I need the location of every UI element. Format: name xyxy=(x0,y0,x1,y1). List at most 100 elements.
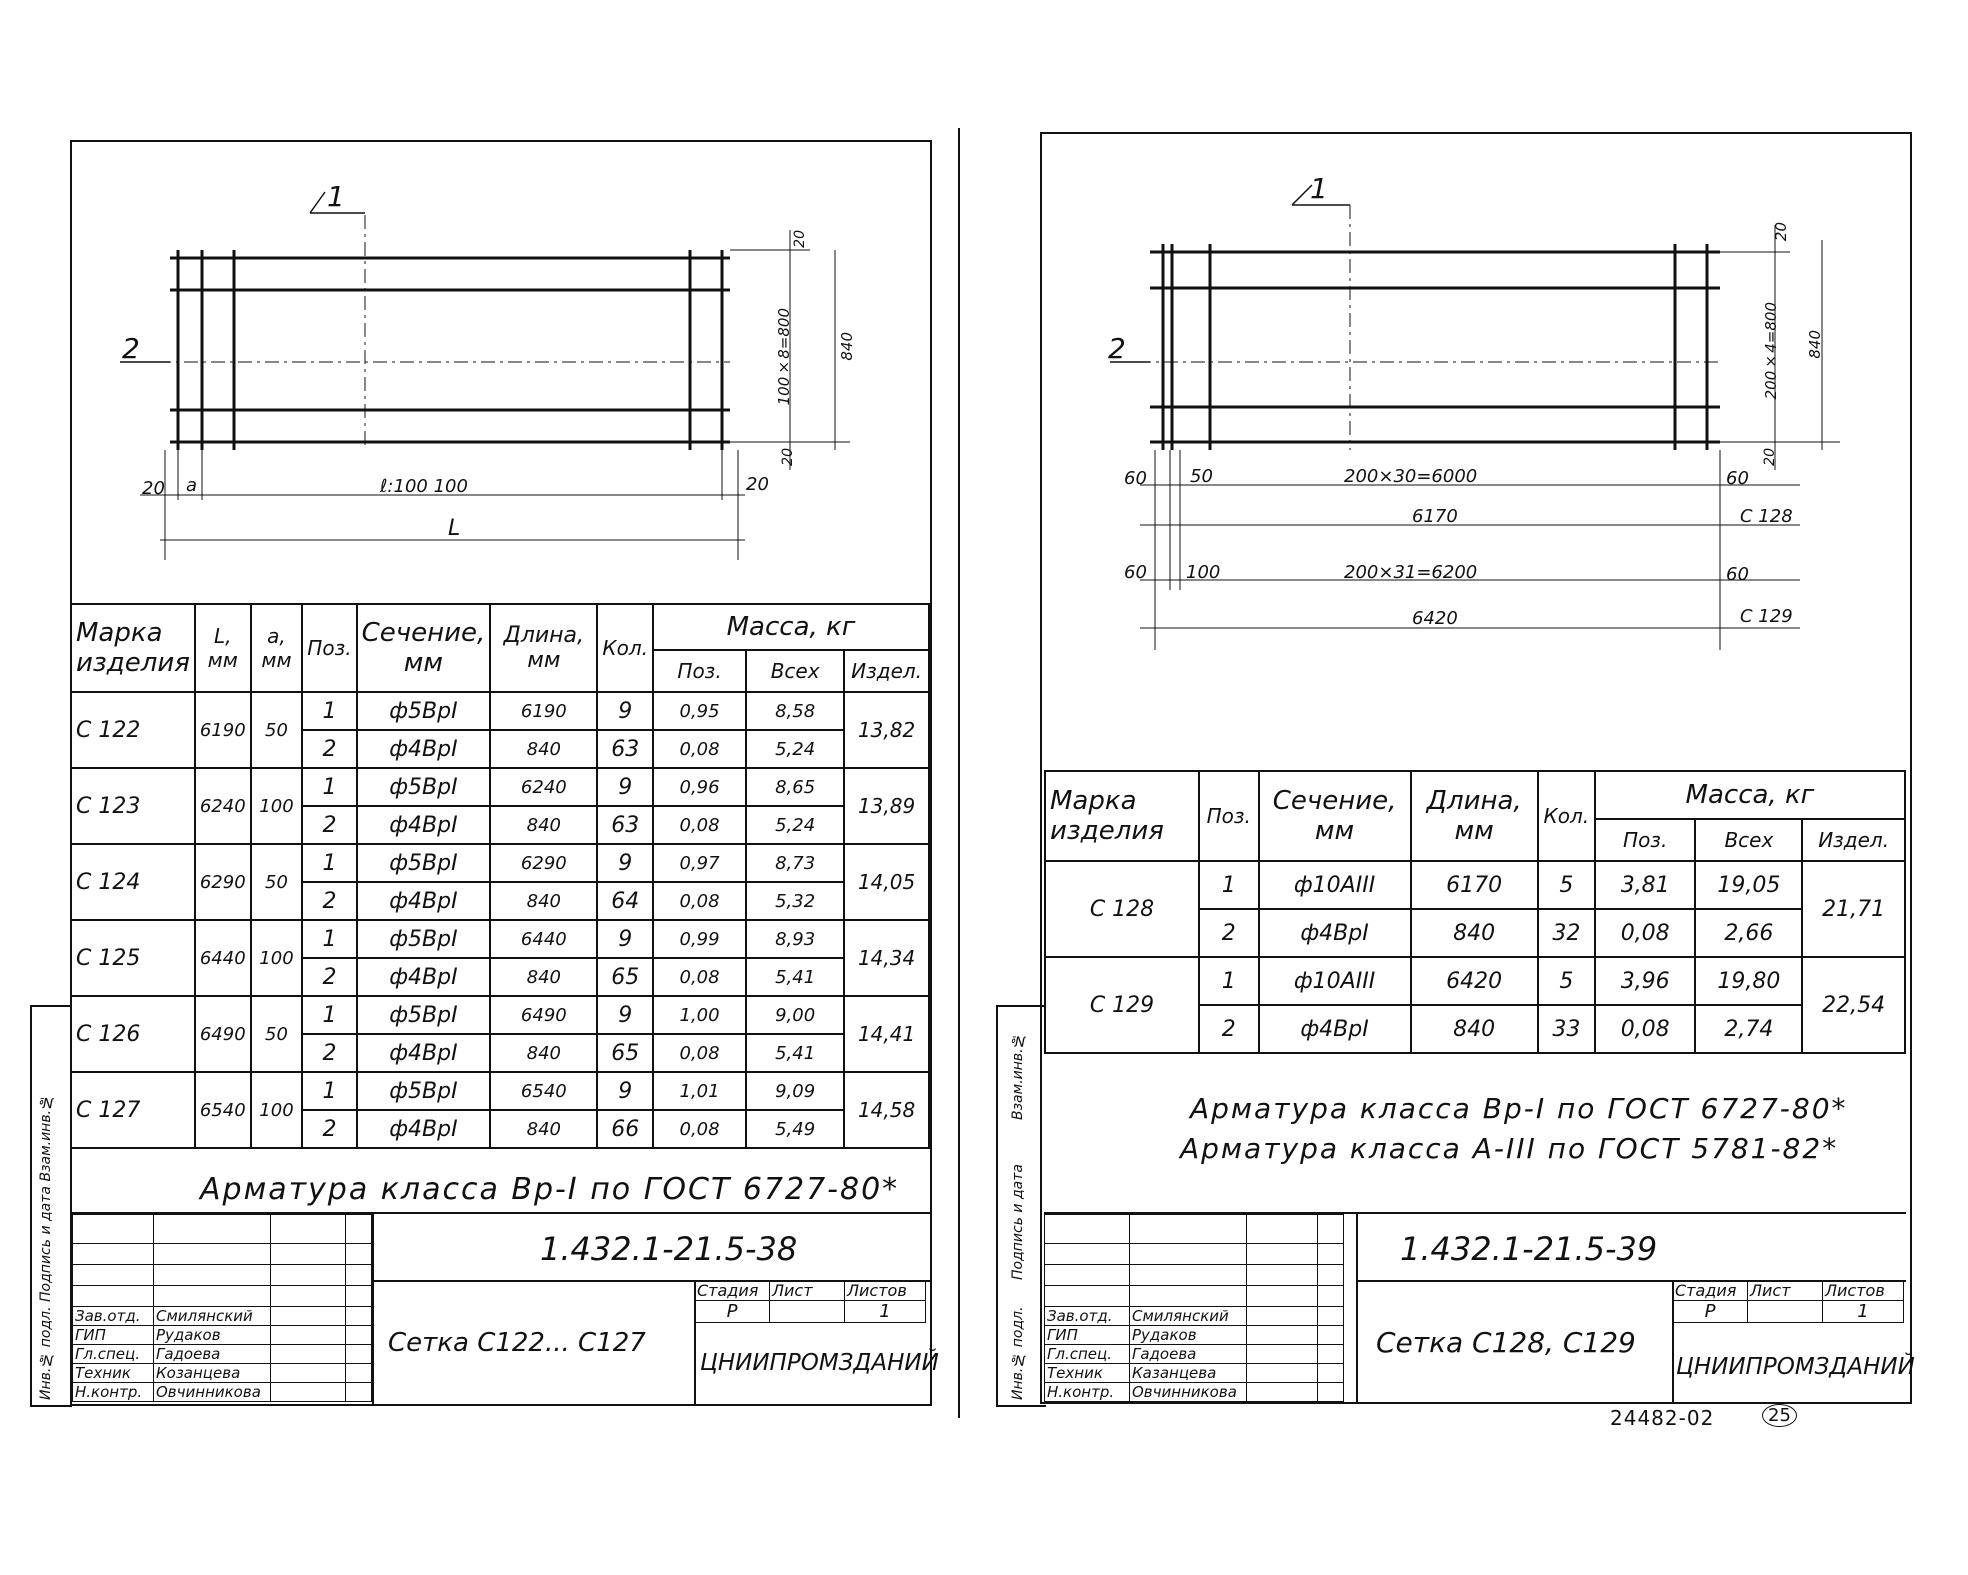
row-a: 50 xyxy=(249,843,304,921)
row-section: ф5ВрI xyxy=(355,767,492,807)
right-side-strip-label-3: Взам.инв.№ xyxy=(1010,1032,1026,1120)
right-header-mass-all: Всех xyxy=(1694,818,1804,862)
table-row: 2 ф4ВрI 840 32 0,08 2,66 xyxy=(1045,908,1905,958)
row-pos: 2 xyxy=(1198,908,1260,958)
left-organization: ЦНИИПРОМЗДАНИЙ xyxy=(700,1350,939,1376)
row-mark: С 128 xyxy=(1044,860,1200,958)
row-item-mass: 14,41 xyxy=(843,995,930,1073)
role-label: Зав.отд. xyxy=(1044,1306,1130,1326)
row-length: 6170 xyxy=(1409,860,1539,910)
right-dim-50: 50 xyxy=(1190,466,1213,487)
row-mass-pos: 1,01 xyxy=(651,1071,748,1111)
row-mass-all: 8,73 xyxy=(745,843,846,883)
row-item-mass: 14,58 xyxy=(843,1071,930,1149)
right-header-mass-item: Издел. xyxy=(1801,818,1906,862)
row-mass-pos: 0,97 xyxy=(651,843,748,883)
right-title-cell xyxy=(1356,1280,1674,1402)
stage-label: Стадия xyxy=(1672,1280,1748,1301)
table-row: 2 ф4ВрI 840 66 0,08 5,49 xyxy=(71,1109,929,1149)
sheets-label: Листов xyxy=(844,1280,926,1301)
row-qty: 9 xyxy=(596,919,654,959)
row-section: ф4ВрI xyxy=(1257,908,1412,958)
role-name: Козанцева xyxy=(153,1363,271,1383)
row-pos: 2 xyxy=(301,729,358,769)
right-header-mark: Марка изделия xyxy=(1044,770,1200,862)
row-qty: 5 xyxy=(1536,860,1596,910)
row-mass-all: 9,09 xyxy=(745,1071,846,1111)
table-row: С 122 6190 50 1 ф5ВрI 6190 9 0,95 8,58 1… xyxy=(70,691,930,769)
row-section: ф4ВрI xyxy=(355,957,492,997)
row-a: 100 xyxy=(249,1071,304,1149)
right-dim-60-d: 60 xyxy=(1726,564,1749,585)
row-mass-pos: 0,08 xyxy=(1593,908,1697,958)
left-dim-20-left: 20 xyxy=(142,478,165,499)
row-section: ф5ВрI xyxy=(355,1071,492,1111)
right-note-2: Арматура класса А-III по ГОСТ 5781-82* xyxy=(1180,1132,1839,1165)
row-pos: 1 xyxy=(301,919,358,959)
row-mass-all: 5,41 xyxy=(745,1033,846,1073)
row-item-mass: 14,05 xyxy=(843,843,930,921)
right-note-1: Арматура класса Вр-I по ГОСТ 6727-80* xyxy=(1190,1092,1848,1125)
right-header-pos: Поз. xyxy=(1198,770,1260,862)
row-length: 840 xyxy=(489,957,599,997)
row-item-mass: 13,82 xyxy=(843,691,930,769)
left-sheet-title: Сетка С122... С127 xyxy=(388,1328,646,1358)
row-pos: 2 xyxy=(1198,1004,1260,1054)
row-mass-pos: 0,95 xyxy=(651,691,748,731)
row-item-mass: 22,54 xyxy=(1801,956,1906,1054)
right-header-length: Длина, мм xyxy=(1409,770,1539,862)
row-length: 6490 xyxy=(489,995,599,1035)
left-header-mass-pos: Поз. xyxy=(651,649,748,693)
right-dim-20-bottom: 20 xyxy=(1762,448,1778,466)
right-organization: ЦНИИПРОМЗДАНИЙ xyxy=(1676,1354,1915,1380)
table-row: 2 ф4ВрI 840 65 0,08 5,41 xyxy=(71,957,929,997)
left-header-a: a, мм xyxy=(249,603,304,693)
left-header-pos: Поз. xyxy=(301,603,358,693)
right-callout-1: 1 xyxy=(1310,172,1328,205)
row-section: ф5ВрI xyxy=(355,919,492,959)
row-mass-all: 5,32 xyxy=(745,881,846,921)
row-qty: 9 xyxy=(596,843,654,883)
row-length: 840 xyxy=(489,1109,599,1149)
row-pos: 2 xyxy=(301,957,358,997)
left-header-mass-all: Всех xyxy=(745,649,846,693)
left-doc-number: 1.432.1-21.5-38 xyxy=(540,1230,798,1268)
row-qty: 65 xyxy=(596,957,654,997)
right-dim-100: 100 xyxy=(1186,562,1221,583)
row-length: 6290 xyxy=(489,843,599,883)
right-dim-800: 200×4=800 xyxy=(1762,302,1780,400)
right-header-mass: Масса, кг xyxy=(1593,770,1907,820)
row-mark: С 125 xyxy=(70,919,196,997)
left-callout-2: 2 xyxy=(122,332,140,365)
right-header-mass-pos: Поз. xyxy=(1593,818,1697,862)
row-qty: 9 xyxy=(596,1071,654,1111)
row-mass-all: 8,65 xyxy=(745,767,846,807)
row-mass-pos: 0,08 xyxy=(651,957,748,997)
right-dim-840: 840 xyxy=(1806,330,1824,359)
row-qty: 9 xyxy=(596,691,654,731)
role-label: Гл.спец. xyxy=(1044,1344,1130,1364)
left-reinforcement-note: Арматура класса Вр-I по ГОСТ 6727-80* xyxy=(200,1172,900,1207)
right-dim-60-a: 60 xyxy=(1124,468,1147,489)
row-mass-pos: 0,96 xyxy=(651,767,748,807)
row-section: ф4ВрI xyxy=(1257,1004,1412,1054)
row-L: 6490 xyxy=(193,995,252,1073)
row-length: 840 xyxy=(489,805,599,845)
row-pos: 1 xyxy=(1198,956,1260,1006)
row-L: 6540 xyxy=(193,1071,252,1149)
row-mass-pos: 0,99 xyxy=(651,919,748,959)
role-label: ГИП xyxy=(72,1325,154,1345)
right-dim-c129: С 129 xyxy=(1740,606,1793,627)
row-mass-pos: 0,08 xyxy=(651,1109,748,1149)
row-length: 6440 xyxy=(489,919,599,959)
row-mass-all: 8,58 xyxy=(745,691,846,731)
right-side-strip-label-1: Инв.№ подл. xyxy=(1010,1306,1026,1400)
row-qty: 66 xyxy=(596,1109,654,1149)
right-doc-number-cell xyxy=(1356,1214,1906,1282)
left-header-mass-item: Издел. xyxy=(843,649,930,693)
right-callout-2: 2 xyxy=(1108,332,1126,365)
row-L: 6440 xyxy=(193,919,252,997)
